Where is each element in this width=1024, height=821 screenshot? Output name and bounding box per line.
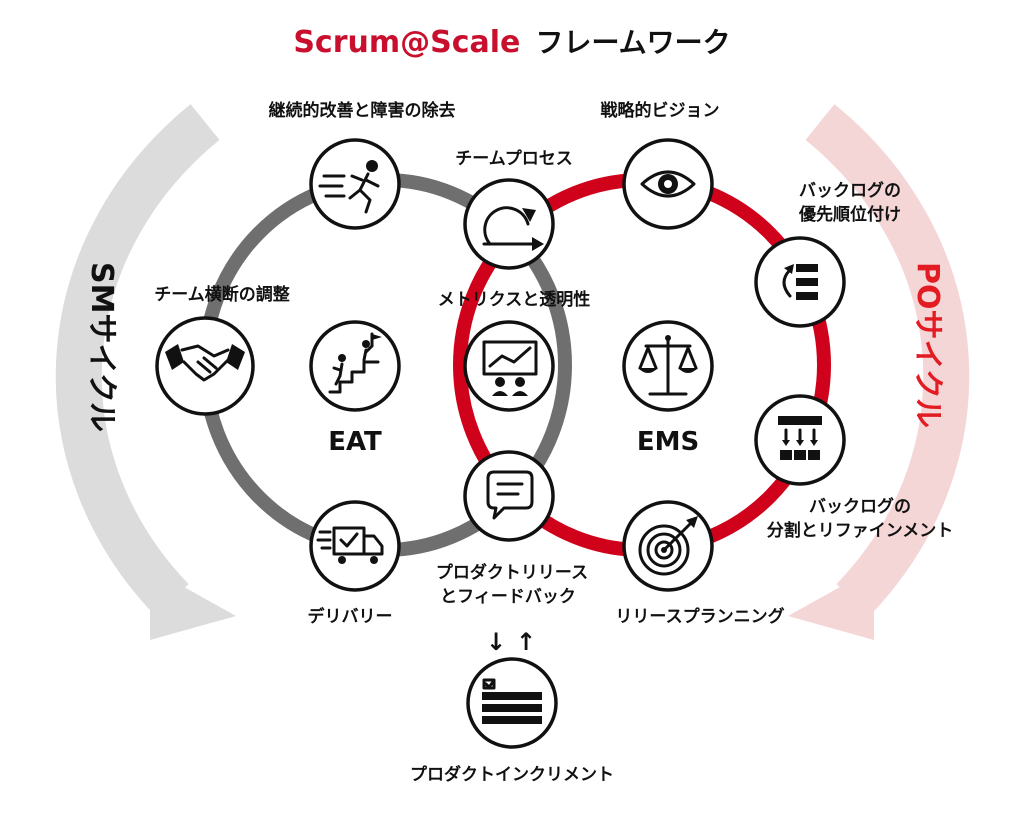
prioritization-label-line1: バックログの	[799, 180, 901, 201]
backlog-split-icon	[778, 416, 822, 460]
node-cross-team: チーム横断の調整	[154, 284, 290, 416]
increment-label: プロダクトインクリメント	[410, 764, 614, 785]
node-delivery: デリバリー	[308, 500, 401, 627]
increment-list-icon	[482, 678, 542, 724]
release-planning-label: リリースプランニング	[615, 606, 784, 627]
node-release-planning: リリースプランニング	[615, 500, 785, 627]
handshake-icon	[165, 344, 245, 382]
priority-list-icon	[782, 264, 818, 300]
title-brand: Scrum@Scale	[293, 25, 520, 60]
eat-label: EAT	[328, 427, 382, 457]
vision-label: 戦略的ビジョン	[601, 100, 720, 121]
node-prioritization: バックログの 優先順位付け	[754, 180, 901, 328]
node-eat	[309, 320, 401, 412]
sm-cycle-arrow	[55, 104, 236, 640]
title-rest: フレームワーク	[536, 26, 731, 59]
climbing-stairs-icon	[328, 332, 382, 394]
sm-cycle-label: SMサイクル	[84, 262, 119, 432]
po-cycle-arrow	[788, 104, 970, 640]
running-person-icon	[318, 160, 380, 214]
node-feedback: プロダクトリリース とフィードバック	[436, 450, 588, 607]
node-increment: プロダクトインクリメント	[410, 657, 614, 785]
prioritization-label-line2: 優先順位付け	[798, 204, 901, 225]
speech-bubble-icon	[486, 470, 534, 520]
node-continuous-improvement: 継続的改善と障害の除去	[269, 100, 456, 230]
scrum-cycle-icon	[482, 206, 544, 251]
continuous-improvement-label: 継続的改善と障害の除去	[269, 100, 456, 121]
up-arrow-icon: ↑	[516, 628, 536, 656]
ems-label: EMS	[637, 427, 699, 457]
node-decomposition: バックログの 分割とリファインメント	[754, 394, 954, 541]
down-arrow-icon: ↓	[486, 628, 506, 656]
decomposition-label-line2: 分割とリファインメント	[767, 520, 954, 541]
node-vision: 戦略的ビジョン	[601, 100, 720, 230]
feedback-label-line2: とフィードバック	[440, 587, 576, 607]
cross-team-label: チーム横断の調整	[154, 284, 290, 305]
balance-scale-icon	[638, 335, 698, 396]
feedback-label-line1: プロダクトリリース	[436, 562, 588, 583]
node-metrics: メトリクスと透明性	[438, 289, 591, 412]
metrics-label: メトリクスと透明性	[438, 289, 591, 310]
diagram-title: Scrum@Scale フレームワーク	[293, 25, 730, 60]
presentation-chart-icon	[482, 340, 538, 396]
po-cycle-label: POサイクル	[910, 262, 945, 428]
delivery-label: デリバリー	[308, 606, 393, 627]
node-team-process: チームプロセス	[455, 148, 573, 270]
delivery-truck-icon	[316, 526, 384, 564]
node-ems	[622, 320, 714, 412]
target-icon	[638, 516, 698, 576]
team-process-label: チームプロセス	[455, 148, 572, 169]
eye-icon	[640, 170, 696, 198]
decomposition-label-line1: バックログの	[809, 496, 911, 517]
